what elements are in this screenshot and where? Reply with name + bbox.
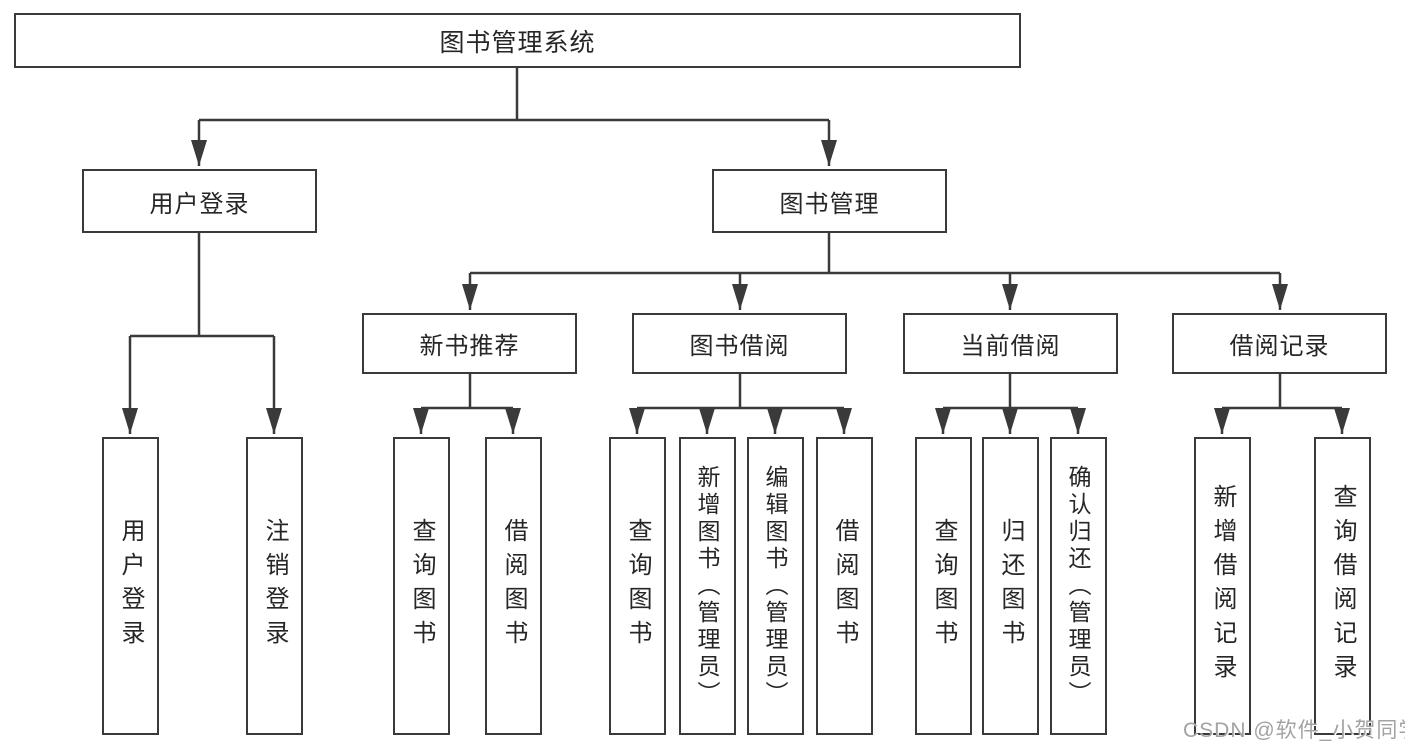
node-leaf-edit-books-admin: 编辑图书（管理员）: [747, 437, 804, 735]
node-leaf-return-books: 归还图书: [982, 437, 1039, 735]
node-user-login-branch: 用户登录: [82, 169, 317, 233]
node-new-book-recommend: 新书推荐: [362, 313, 577, 374]
node-book-borrowing: 图书借阅: [632, 313, 847, 374]
node-book-management-branch: 图书管理: [712, 169, 947, 233]
node-leaf-query-books-1: 查询图书: [393, 437, 450, 735]
node-leaf-borrow-books-2: 借阅图书: [816, 437, 873, 735]
node-borrowing-records: 借阅记录: [1172, 313, 1387, 374]
node-leaf-query-books-3: 查询图书: [915, 437, 972, 735]
node-leaf-add-books-admin: 新增图书（管理员）: [679, 437, 736, 735]
node-leaf-confirm-return-admin: 确认归还（管理员）: [1050, 437, 1107, 735]
csdn-watermark: CSDN @软件_小贺同学: [1183, 719, 1405, 742]
node-leaf-query-books-2: 查询图书: [609, 437, 666, 735]
node-leaf-logout: 注销登录: [246, 437, 303, 735]
node-leaf-add-borrow-record: 新增借阅记录: [1194, 437, 1251, 735]
node-current-borrowing: 当前借阅: [903, 313, 1118, 374]
node-leaf-user-login: 用户登录: [102, 437, 159, 735]
node-leaf-query-borrow-record: 查询借阅记录: [1314, 437, 1371, 735]
node-library-management-system: 图书管理系统: [14, 13, 1021, 68]
node-leaf-borrow-books-1: 借阅图书: [485, 437, 542, 735]
